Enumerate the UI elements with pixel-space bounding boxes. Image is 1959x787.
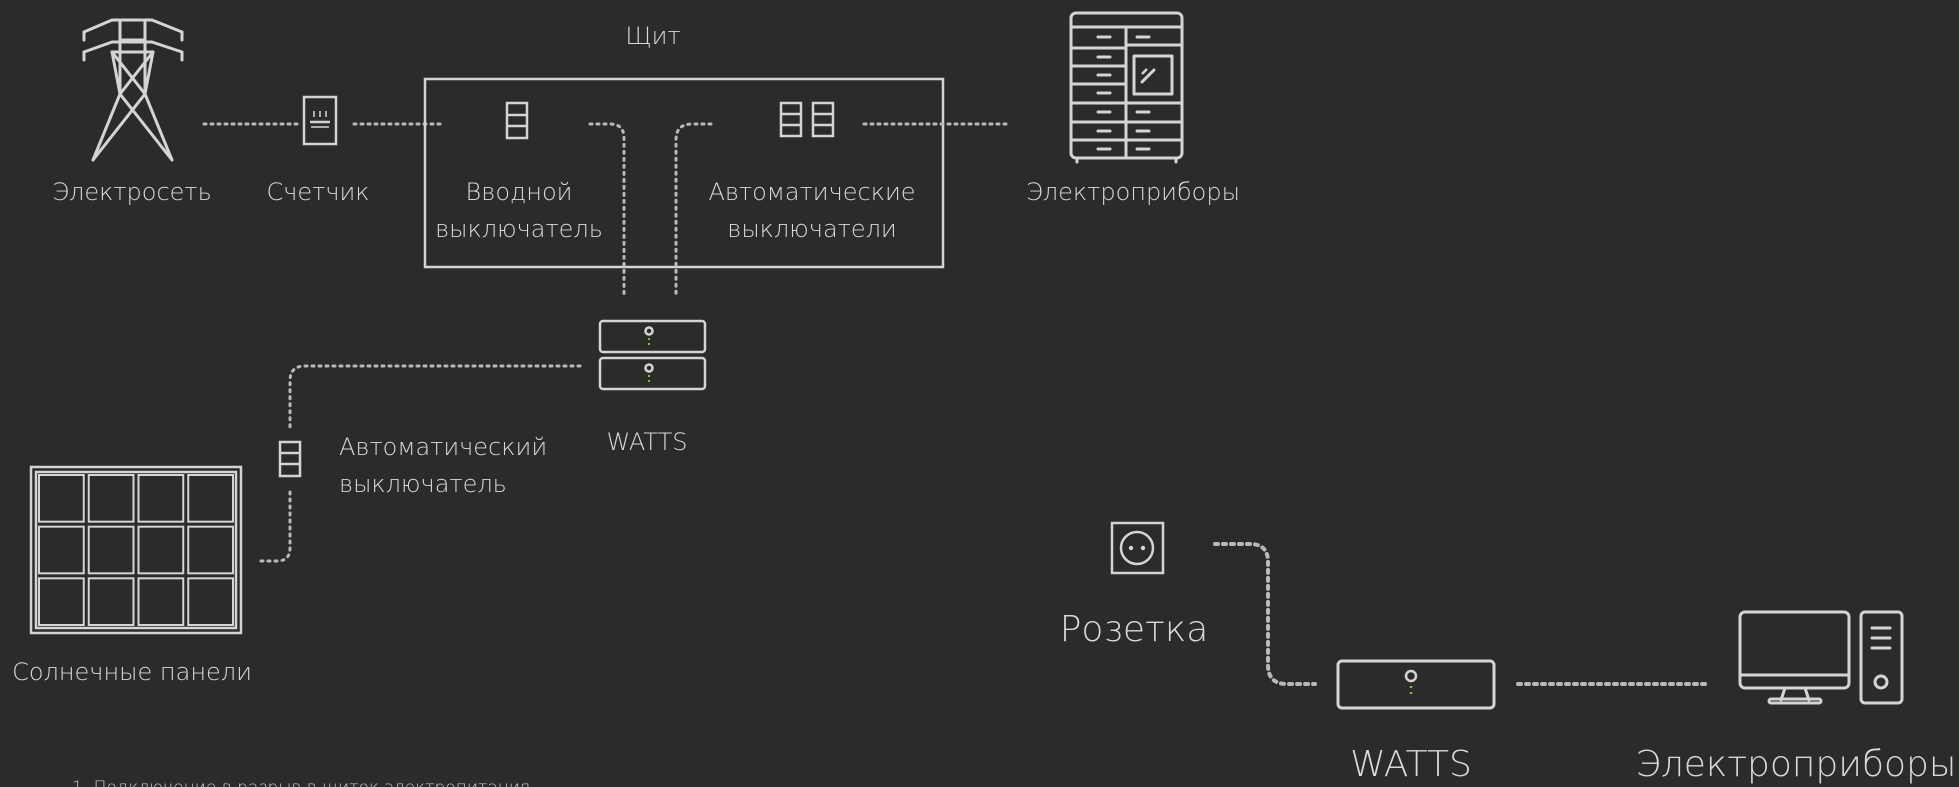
watts-label: WATTS xyxy=(606,428,687,456)
socket-watts-line xyxy=(1213,542,1317,686)
meter-icon xyxy=(302,95,338,146)
socket-label: Розетка xyxy=(1060,609,1209,650)
panel-title: Щит xyxy=(625,22,680,50)
breakers-icon xyxy=(779,101,835,138)
watts-device-icon xyxy=(598,319,707,391)
solar-cell xyxy=(38,577,85,626)
panel-box xyxy=(423,77,945,269)
watts-label-2: WATTS xyxy=(1350,744,1472,785)
solar-cell xyxy=(187,525,234,575)
switch-icon xyxy=(278,440,302,478)
solar-cell xyxy=(137,577,185,626)
switch-watts-line xyxy=(588,122,626,298)
solar-cell xyxy=(87,525,135,575)
solar-cell xyxy=(187,474,234,523)
appliances-label: Электроприборы xyxy=(1026,178,1240,206)
watts-solar-breaker-line xyxy=(288,364,582,432)
solar-cell xyxy=(137,474,185,523)
solar-breaker-label-line2: выключатель xyxy=(339,470,507,498)
power-tower-icon xyxy=(82,18,184,162)
solar-breaker-panel-line xyxy=(258,490,292,563)
breakers-label-line2: выключатели xyxy=(727,215,897,243)
switch-icon xyxy=(505,101,529,140)
computer-icon xyxy=(1738,610,1904,705)
meter-label: Счетчик xyxy=(266,178,369,206)
solar-cell xyxy=(137,525,185,575)
grid-label: Электросеть xyxy=(52,178,211,206)
main-switch-label-line1: Вводной xyxy=(466,178,573,206)
appliances-label-2: Электроприборы xyxy=(1636,744,1957,785)
footnote: 1. Подключение в разрыв в щиток электроп… xyxy=(72,778,530,787)
solar-panel-icon xyxy=(29,465,243,635)
watts-device-icon xyxy=(1336,659,1496,710)
solar-cell xyxy=(38,525,85,575)
solar-breaker-label-line1: Автоматический xyxy=(339,433,547,461)
solar-cell xyxy=(38,474,85,523)
socket-icon xyxy=(1110,521,1165,575)
appliances-cabinet-icon xyxy=(1069,11,1184,164)
breakers-label-line1: Автоматические xyxy=(708,178,915,206)
solar-label: Солнечные панели xyxy=(12,658,252,686)
solar-cell xyxy=(87,577,135,626)
solar-cell xyxy=(187,577,234,626)
breakers-watts-line xyxy=(674,122,713,298)
solar-cell xyxy=(87,474,135,523)
main-switch-label-line2: выключатель xyxy=(435,215,603,243)
